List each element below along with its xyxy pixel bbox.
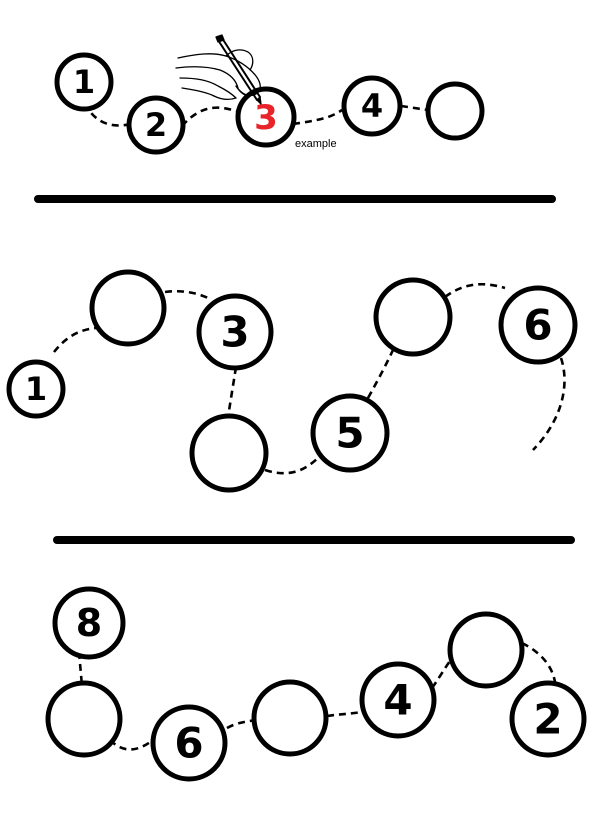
exercise-2-number-7: 2 <box>533 695 562 744</box>
exercise-1-number-7: 6 <box>523 301 552 350</box>
exercise-1-number-5: 5 <box>335 409 364 458</box>
exercise-2-circle-7: 2 <box>509 680 587 758</box>
exercise-1-row: 1 3 5 6 <box>6 269 578 493</box>
example-number-2: 2 <box>145 106 167 144</box>
example-circle-4: 4 <box>341 75 403 137</box>
exercise-2-row: 8 6 4 2 <box>45 586 587 782</box>
example-circle-5-blank <box>425 81 485 141</box>
example-row: 1 2 3 4 <box>54 34 485 155</box>
exercise-2-number-3: 6 <box>174 719 203 768</box>
exercise-1-circle-7: 6 <box>498 285 578 365</box>
exercise-1-circle-1: 1 <box>6 359 66 419</box>
example-number-1: 1 <box>73 63 95 101</box>
exercise-1-circle-3: 3 <box>196 293 274 371</box>
example-circle-1: 1 <box>54 52 114 112</box>
exercise-1-number-3: 3 <box>220 308 249 357</box>
example-circle-2: 2 <box>126 95 186 155</box>
hand-writing-with-pencil-icon <box>175 34 262 105</box>
exercise-2-number-5: 4 <box>383 676 412 725</box>
exercise-2-circle-2-blank <box>45 680 123 758</box>
exercise-1-circle-4-blank <box>189 413 269 493</box>
example-label: example <box>295 138 337 150</box>
exercise-2-connector <box>77 641 557 751</box>
example-number-4: 4 <box>361 87 383 125</box>
exercise-2-number-1: 8 <box>76 601 102 645</box>
exercise-2-circle-4-blank <box>251 679 329 757</box>
exercise-1-circle-6-blank <box>373 277 453 357</box>
exercise-2-circle-3: 6 <box>150 704 228 782</box>
exercise-1-connector <box>52 283 566 475</box>
exercise-2-circle-6-blank <box>447 611 525 689</box>
exercise-1-circle-2-blank <box>89 269 167 347</box>
exercise-2-circle-1: 8 <box>52 586 126 660</box>
exercise-1-circle-5: 5 <box>310 393 390 473</box>
example-connector <box>83 102 429 127</box>
example-number-3-highlighted: 3 <box>254 98 278 138</box>
example-circle-3: 3 <box>235 86 297 148</box>
exercise-2-circle-5: 4 <box>359 661 437 739</box>
exercise-1-number-1: 1 <box>25 370 47 408</box>
